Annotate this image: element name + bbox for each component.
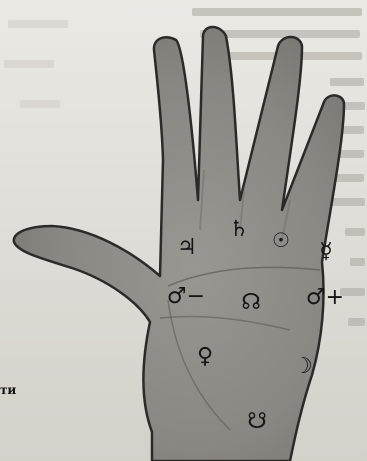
south-node-symbol: ☋ bbox=[247, 411, 267, 433]
venus-symbol: ♀ bbox=[197, 346, 213, 368]
moon-symbol: ☽ bbox=[293, 356, 313, 378]
sun-symbol: ☉ bbox=[272, 230, 290, 250]
saturn-symbol: ♄ bbox=[229, 219, 249, 241]
mars-plus-symbol: ♂+ bbox=[306, 287, 344, 309]
north-node-symbol: ☊ bbox=[241, 292, 261, 314]
mars-minus-symbol: ♂− bbox=[167, 286, 205, 308]
margin-caption-fragment: ти bbox=[0, 383, 16, 397]
mercury-symbol: ☿ bbox=[319, 241, 333, 263]
jupiter-symbol: ♃ bbox=[177, 237, 197, 259]
